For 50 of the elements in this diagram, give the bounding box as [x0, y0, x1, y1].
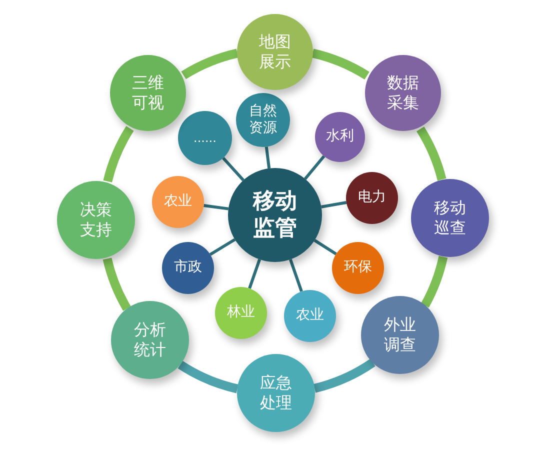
connector-line — [288, 258, 303, 292]
node-label: 应急处理 — [259, 373, 293, 413]
ring-arc — [313, 358, 376, 393]
node-label: ...... — [192, 130, 218, 146]
ring-arc — [416, 126, 446, 181]
connector-line — [209, 238, 236, 256]
node-label: 外业调查 — [383, 315, 417, 355]
connector-line — [314, 239, 337, 256]
node-label: 电力 — [357, 189, 387, 207]
outer-circle — [365, 55, 441, 131]
node-label: 移动巡查 — [433, 198, 467, 238]
topic-circle — [332, 242, 384, 294]
node-label: 环保 — [343, 259, 373, 277]
ring-arc — [103, 126, 134, 183]
ring-arc — [312, 48, 370, 80]
outer-circle — [361, 296, 439, 374]
node-label: 数据采集 — [386, 73, 420, 113]
topic-circle — [152, 176, 204, 228]
node-label: 地图展示 — [258, 32, 292, 72]
connector-line — [321, 201, 347, 208]
topic-circle — [236, 93, 290, 147]
topic-circle — [346, 172, 398, 224]
ring-arc — [420, 256, 448, 308]
node-label: 农业 — [163, 193, 193, 211]
topic-circle — [178, 111, 232, 165]
node-label: 决策支持 — [79, 200, 113, 240]
node-label: 自然资源 — [248, 102, 278, 138]
topic-circle — [162, 242, 214, 294]
outer-circle — [111, 301, 189, 379]
node-label: 三维可视 — [131, 73, 165, 113]
ring-arc — [102, 258, 131, 311]
topic-circle — [215, 287, 267, 339]
connector-line — [264, 146, 271, 169]
outer-circle — [110, 55, 186, 131]
ring-arc — [178, 360, 238, 394]
hub-circle — [228, 168, 322, 262]
connector-line — [304, 155, 326, 180]
outer-circle — [237, 14, 313, 90]
node-label: 农业 — [295, 307, 325, 325]
connector-line — [248, 258, 262, 289]
ring-arc — [181, 48, 238, 80]
node-label: 分析统计 — [133, 320, 167, 360]
connector-line — [204, 204, 229, 210]
connector-line — [222, 157, 244, 182]
node-label: 市政 — [173, 259, 203, 277]
topic-circle — [284, 290, 336, 342]
node-label: 水利 — [325, 128, 355, 146]
node-label: 移动监管 — [252, 188, 298, 242]
topic-circle — [315, 112, 365, 162]
node-label: 林业 — [226, 304, 256, 322]
